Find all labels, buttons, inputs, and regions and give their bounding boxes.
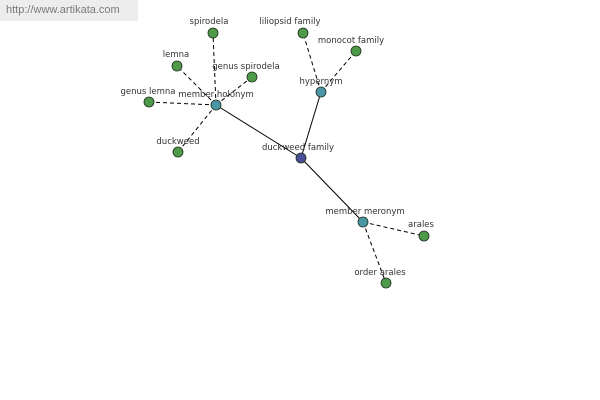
edge-member-holonym-duckweed: [177, 104, 217, 153]
node-liliopsid-family[interactable]: [297, 27, 309, 39]
node-member-meronym[interactable]: [357, 216, 369, 228]
node-duckweed[interactable]: [172, 146, 184, 158]
label-monocot-family[interactable]: monocot family: [318, 36, 384, 46]
edge-center-hypernym: [300, 91, 322, 159]
edge-member-holonym-genus-lemna: [148, 101, 217, 106]
nodes: [143, 27, 430, 289]
labels: spirodela lemna genus spirodela genus lemna…: [121, 17, 435, 278]
edge-member-holonym-genus-spirodela: [215, 76, 253, 106]
label-genus-spirodela[interactable]: genus spirodela: [212, 62, 279, 72]
label-member-meronym[interactable]: member meronym: [325, 207, 404, 217]
label-genus-lemna[interactable]: genus lemna: [121, 87, 176, 97]
label-arales[interactable]: arales: [408, 220, 435, 230]
edge-hypernym-monocot-family: [320, 50, 357, 93]
label-member-holonym[interactable]: member holonym: [178, 90, 253, 100]
node-order-arales[interactable]: [380, 277, 392, 289]
label-duckweed-family[interactable]: duckweed family: [262, 143, 334, 153]
edge-hypernym-liliopsid-family: [302, 32, 322, 93]
label-hypernym[interactable]: hypernym: [299, 77, 342, 87]
edge-center-member-meronym: [300, 157, 364, 223]
edge-member-meronym-order-arales: [362, 221, 387, 284]
node-arales[interactable]: [418, 230, 430, 242]
url-banner: http://www.artikata.com: [0, 0, 138, 21]
url-link[interactable]: http://www.artikata.com: [6, 4, 120, 16]
label-spirodela[interactable]: spirodela: [190, 17, 229, 27]
node-duckweed-family[interactable]: [295, 152, 307, 164]
node-monocot-family[interactable]: [350, 45, 362, 57]
node-hypernym[interactable]: [315, 86, 327, 98]
node-member-holonym[interactable]: [210, 99, 222, 111]
edge-member-holonym-lemna: [176, 65, 217, 106]
edge-member-holonym-spirodela: [212, 32, 217, 106]
node-genus-lemna[interactable]: [143, 96, 155, 108]
node-spirodela[interactable]: [207, 27, 219, 39]
edge-center-member-holonym: [215, 104, 302, 159]
node-lemna[interactable]: [171, 60, 183, 72]
edges: [148, 32, 425, 284]
label-order-arales[interactable]: order arales: [354, 268, 406, 278]
node-genus-spirodela[interactable]: [246, 71, 258, 83]
label-liliopsid-family[interactable]: liliopsid family: [259, 17, 320, 27]
edge-member-meronym-arales: [362, 221, 425, 237]
label-lemna[interactable]: lemna: [163, 50, 189, 60]
label-duckweed[interactable]: duckweed: [156, 137, 199, 147]
